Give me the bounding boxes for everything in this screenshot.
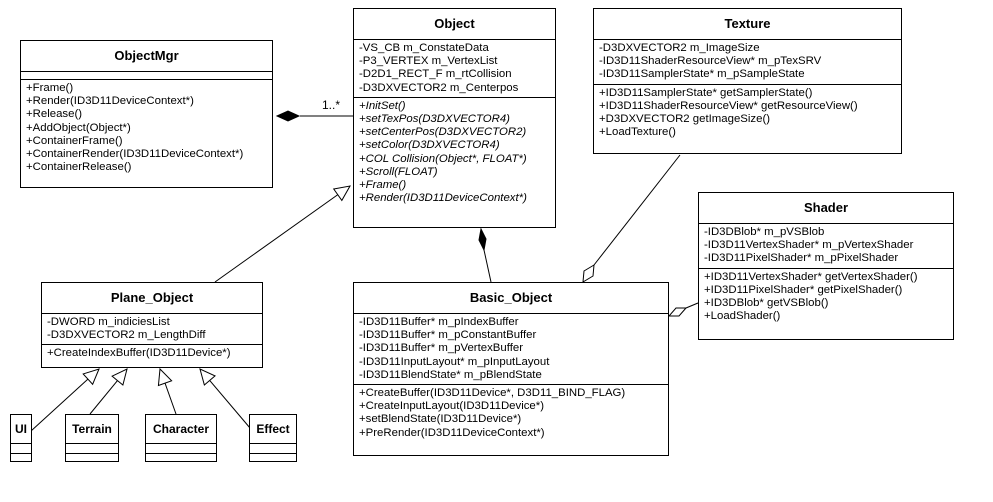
operation-row: +InitSet() <box>359 99 406 112</box>
class-ui[interactable]: UI <box>10 414 32 462</box>
attribute-row: -DWORD m_indiciesList <box>47 316 170 328</box>
hollow-diamond-icon <box>582 264 595 283</box>
attribute-row: -D3DXVECTOR2 m_ImageSize <box>599 42 760 54</box>
class-shader[interactable]: Shader -ID3DBlob* m_pVSBlob-ID3D11Vertex… <box>698 192 954 340</box>
class-texture[interactable]: Texture -D3DXVECTOR2 m_ImageSize-ID3D11S… <box>593 8 902 154</box>
operations-section: +Frame()+Render(ID3D11DeviceContext*)+Re… <box>21 80 272 176</box>
operations-section: +CreateIndexBuffer(ID3D11Device*) <box>42 345 262 362</box>
attribute-row: -D3DXVECTOR2 m_LengthDiff <box>47 329 206 342</box>
generalization-line-plane-object <box>214 185 351 283</box>
generalization-line-ui <box>30 368 100 432</box>
attribute-row: -D3DXVECTOR2 m_Centerpos <box>359 81 519 94</box>
operation-row: +Render(ID3D11DeviceContext*) <box>26 95 194 108</box>
class-name: Shader <box>699 193 953 224</box>
attribute-row: -ID3D11PixelShader* m_pPixelShader <box>704 252 899 265</box>
generalization-line-terrain <box>89 368 128 415</box>
operation-row: +D3DXVECTOR2 getImageSize() <box>599 113 771 126</box>
attribute-row: -ID3D11Buffer* m_pVertexBuffer <box>359 342 523 355</box>
class-name: ObjectMgr <box>21 41 272 72</box>
attributes-section: -D3DXVECTOR2 m_ImageSize-ID3D11ShaderRes… <box>594 40 901 85</box>
class-object[interactable]: Object -VS_CB m_ConstateData-P3_VERTEX m… <box>353 8 556 228</box>
operation-row: +Scroll(FLOAT) <box>359 165 438 178</box>
class-effect[interactable]: Effect <box>249 414 297 462</box>
operation-row: +Frame() <box>359 179 407 192</box>
multiplicity-label: 1..* <box>322 98 341 112</box>
operations-section: +ID3D11VertexShader* getVertexShader()+I… <box>699 269 953 326</box>
class-name: Effect <box>250 415 296 444</box>
composition-line-object-basic <box>483 249 492 283</box>
class-terrain[interactable]: Terrain <box>65 414 119 462</box>
operation-row: +CreateInputLayout(ID3D11Device*) <box>359 400 544 413</box>
attribute-row: -ID3DBlob* m_pVSBlob <box>704 226 825 238</box>
class-name: UI <box>11 415 31 444</box>
operation-row: +ID3D11VertexShader* getVertexShader() <box>704 270 918 283</box>
attribute-row: -ID3D11VertexShader* m_pVertexShader <box>704 239 914 252</box>
operation-row: +CreateIndexBuffer(ID3D11Device*) <box>47 347 231 360</box>
operation-row: +ContainerRelease() <box>26 161 132 174</box>
operations-section: +ID3D11SamplerState* getSamplerState()+I… <box>594 85 901 142</box>
class-plane-object[interactable]: Plane_Object -DWORD m_indiciesList-D3DXV… <box>41 282 263 368</box>
attributes-section <box>250 444 296 454</box>
attribute-row: -ID3D11ShaderResourceView* m_pTexSRV <box>599 55 822 68</box>
operation-row: +CreateBuffer(ID3D11Device*, D3D11_BIND_… <box>359 387 626 400</box>
operation-row: +ID3D11SamplerState* getSamplerState() <box>599 86 813 99</box>
operation-row: +LoadShader() <box>704 310 781 323</box>
attribute-row: -ID3D11BlendState* m_pBlendState <box>359 368 542 381</box>
operations-section <box>66 454 118 463</box>
attributes-section <box>66 444 118 454</box>
attributes-section <box>21 72 272 80</box>
operation-row: +Render(ID3D11DeviceContext*) <box>359 192 527 205</box>
attributes-section: -VS_CB m_ConstateData-P3_VERTEX m_Vertex… <box>354 40 555 98</box>
class-objectmgr[interactable]: ObjectMgr +Frame()+Render(ID3D11DeviceCo… <box>20 40 273 188</box>
attribute-row: -D2D1_RECT_F m_rtCollision <box>359 68 512 81</box>
operation-row: +PreRender(ID3D11DeviceContext*) <box>359 426 545 439</box>
attributes-section: -DWORD m_indiciesList-D3DXVECTOR2 m_Leng… <box>42 314 262 346</box>
class-name: Plane_Object <box>42 283 262 314</box>
hollow-diamond-icon <box>667 307 688 317</box>
attribute-row: -ID3D11Buffer* m_pConstantBuffer <box>359 329 537 342</box>
class-character[interactable]: Character <box>145 414 217 462</box>
class-name: Texture <box>594 9 901 40</box>
operations-section <box>250 454 296 463</box>
class-basic-object[interactable]: Basic_Object -ID3D11Buffer* m_pIndexBuff… <box>353 282 669 456</box>
class-name: Object <box>354 9 555 40</box>
operation-row: +ID3D11ShaderResourceView* getResourceVi… <box>599 99 858 112</box>
attribute-row: -VS_CB m_ConstateData <box>359 42 489 54</box>
aggregation-line-shader <box>685 302 699 309</box>
operation-row: +ID3DBlob* getVSBlob() <box>704 297 829 310</box>
filled-diamond-icon <box>275 110 301 122</box>
operation-row: +setColor(D3DXVECTOR4) <box>359 139 500 152</box>
attributes-section <box>11 444 31 454</box>
class-name: Basic_Object <box>354 283 668 314</box>
aggregation-line-texture <box>593 154 681 266</box>
operations-section <box>146 454 216 463</box>
operation-row: +ID3D11PixelShader* getPixelShader() <box>704 283 903 296</box>
operation-row: +ContainerFrame() <box>26 134 123 147</box>
attributes-section: -ID3D11Buffer* m_pIndexBuffer-ID3D11Buff… <box>354 314 668 386</box>
attributes-section <box>146 444 216 454</box>
class-name: Terrain <box>66 415 118 444</box>
operation-row: +Frame() <box>26 82 74 94</box>
operation-row: +setCenterPos(D3DXVECTOR2) <box>359 126 527 139</box>
operation-row: +COL Collision(Object*, FLOAT*) <box>359 152 527 165</box>
operation-row: +AddObject(Object*) <box>26 121 131 134</box>
operation-row: +setTexPos(D3DXVECTOR4) <box>359 113 510 126</box>
operations-section: +InitSet()+setTexPos(D3DXVECTOR4)+setCen… <box>354 98 555 208</box>
operation-row: +Release() <box>26 108 83 121</box>
attribute-row: -ID3D11SamplerState* m_pSampleState <box>599 68 805 81</box>
operations-section <box>11 454 31 463</box>
generalization-line-effect <box>199 368 251 429</box>
class-name: Character <box>146 415 216 444</box>
operations-section: +CreateBuffer(ID3D11Device*, D3D11_BIND_… <box>354 385 668 442</box>
attribute-row: -ID3D11InputLayout* m_pInputLayout <box>359 355 550 368</box>
attribute-row: -P3_VERTEX m_VertexList <box>359 55 498 68</box>
attribute-row: -ID3D11Buffer* m_pIndexBuffer <box>359 316 519 328</box>
operation-row: +LoadTexture() <box>599 126 676 139</box>
filled-diamond-icon <box>478 227 487 252</box>
generalization-line-character <box>157 367 177 415</box>
attributes-section: -ID3DBlob* m_pVSBlob-ID3D11VertexShader*… <box>699 224 953 269</box>
operation-row: +setBlendState(ID3D11Device*) <box>359 413 522 426</box>
operation-row: +ContainerRender(ID3D11DeviceContext*) <box>26 148 244 161</box>
